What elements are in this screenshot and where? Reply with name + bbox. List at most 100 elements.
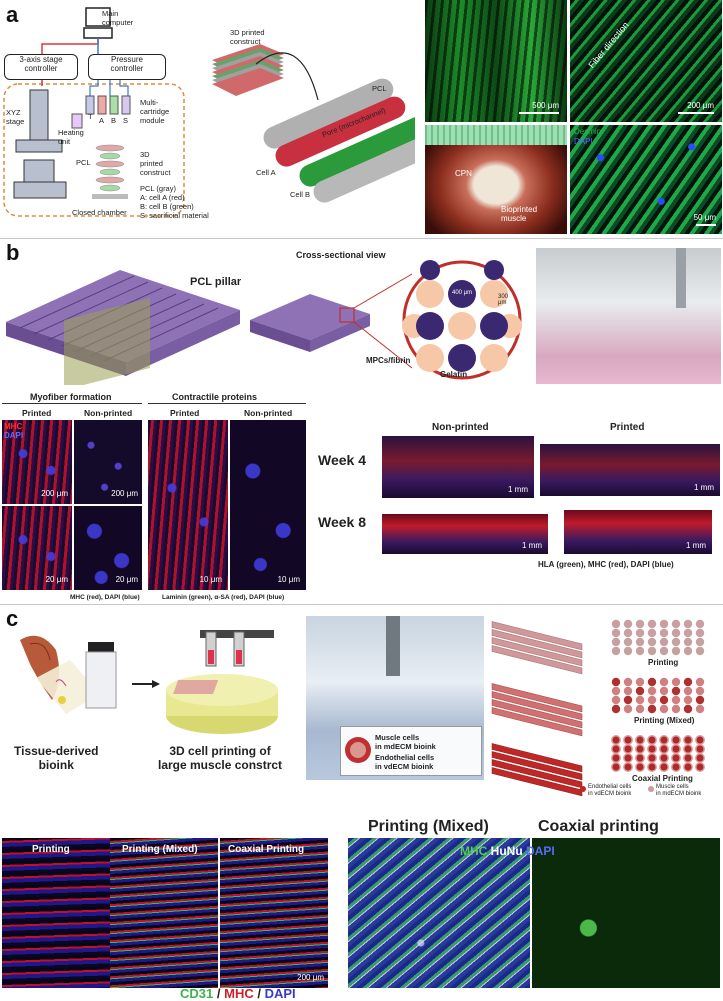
fiber-direction-label: Fiber direction [586,19,631,71]
bundle-dot [647,637,657,647]
bundle-dot [635,753,645,763]
dapi-label-a: DAPI [574,137,593,146]
bundle-dot [647,753,657,763]
construct-title: 3D printed construct [230,28,265,46]
b-nonprinted-2: Non-printed [244,408,293,418]
big-coaxial-label: Coaxial printing [538,818,659,835]
coaxial-printing-photo: Muscle cells in mdECM bioink Endothelial… [306,616,484,780]
scale-200: 200 μm [687,101,714,110]
bundle-dot [683,619,693,629]
bundle-dot [623,619,633,629]
scale-200b: 200 μm [111,489,138,498]
bundle-dot [659,646,669,656]
bundle-dot [623,677,633,687]
bundle-dot [623,646,633,656]
legend-cd31-text: CD31 [180,986,214,1001]
big-mixed-micrograph [348,838,530,988]
week4-label: Week 4 [318,452,366,468]
coaxial-inset: Muscle cells in mdECM bioink Endothelial… [340,726,482,776]
bundle-dot [683,686,693,696]
xyz-stage-label: XYZ stage [6,108,25,126]
cell-printing-label: 3D cell printing of large muscle constrc… [158,744,283,772]
cell-a-label: Cell A [256,168,276,177]
bundle-dot [683,637,693,647]
bundle-dot [623,735,633,745]
myofiber-printed-low: MHC DAPI 200 μm [2,420,72,504]
bundle-dot [683,695,693,705]
bundle-dot [635,628,645,638]
strip-mixed-label: Printing (Mixed) [122,844,198,855]
coaxial-cross-section-icon [345,737,371,763]
legend-printing-mixed: Printing (Mixed) [634,716,695,725]
cartridge-a: A [99,116,105,125]
tissue-bioink-label: Tissue-derived bioink [14,744,99,772]
b-printed-1: Printed [22,408,52,418]
strip-coaxial-label: Coaxial Printing [228,844,305,855]
bundle-dot [647,677,657,687]
week4-printed: 1 mm [540,444,720,496]
strip-printing-label: Printing [32,844,70,855]
stage-controller-box: 3-axis stage controller [4,54,78,80]
printer-schematic [3,7,185,217]
bundle-dot [659,762,669,772]
pcl-arrow-label: PCL [76,158,91,167]
bundle-dot [623,686,633,696]
bundle-dot [659,619,669,629]
scale-1mm-a: 1 mm [508,485,528,494]
bundle-dot [611,762,621,772]
cpn-label: CPN [455,169,472,178]
bundle-dot [611,637,621,647]
bundle-dot [635,646,645,656]
desmin-label: Desmin [574,127,602,136]
scale-20a: 20 μm [45,575,68,584]
bundle-dot [671,619,681,629]
bundle-dot [683,646,693,656]
bundle-dot [647,686,657,696]
bundle-dot [671,735,681,745]
mpcs-label: MPCs/fibrin [366,356,411,365]
bundle-dot [635,695,645,705]
bundle-dot [683,677,693,687]
contractile-nonprinted: 10 μm [230,420,306,590]
implant-photo: CPN Bioprinted muscle [425,125,567,234]
hla-caption: HLA (green), MHC (red), DAPI (blue) [538,560,674,569]
bundle-dot [695,762,705,772]
bundle-dot [659,695,669,705]
bundle-dot [671,704,681,714]
multi-cartridge-label: Multi- cartridge module [140,98,170,125]
bundle-dot [611,646,621,656]
scale-20b: 20 μm [115,575,138,584]
week-printed-title: Printed [610,422,645,433]
contractile-printed: 10 μm [148,420,228,590]
bundle-dot [611,628,621,638]
bundle-dot [683,735,693,745]
bundle-dot [683,753,693,763]
scale-1mm-b: 1 mm [694,483,714,492]
gelatin-label: Gelatin [440,370,468,379]
coaxial-nozzle [386,616,400,676]
bundle-dot [671,762,681,772]
bundle-dot [683,628,693,638]
bundle-dot [659,677,669,687]
pcl-pillar-label: PCL pillar [190,276,242,288]
bundle-dot [647,695,657,705]
bundle-dot [635,762,645,772]
bundle-dot [695,753,705,763]
construct-label: 3D printed construct [140,150,171,177]
mhc-caption: MHC (red), DAPI (blue) [70,594,140,601]
legend-pcl: PCL (gray) [140,184,176,193]
main-computer-label: Main computer [102,9,134,27]
bundle-dot [647,628,657,638]
scale-10b: 10 μm [277,575,300,584]
bundle-dot [611,695,621,705]
bundle-dot [695,735,705,745]
bundle-dot [611,735,621,745]
bundle-dot [671,686,681,696]
bundle-dot [611,686,621,696]
bundle-dot [671,753,681,763]
bundle-dot [623,753,633,763]
scale-200a: 200 μm [41,489,68,498]
laminin-caption: Laminin (green), α-SA (red), DAPI (blue) [162,594,285,601]
bundle-dot [611,619,621,629]
bundle-dot [623,628,633,638]
